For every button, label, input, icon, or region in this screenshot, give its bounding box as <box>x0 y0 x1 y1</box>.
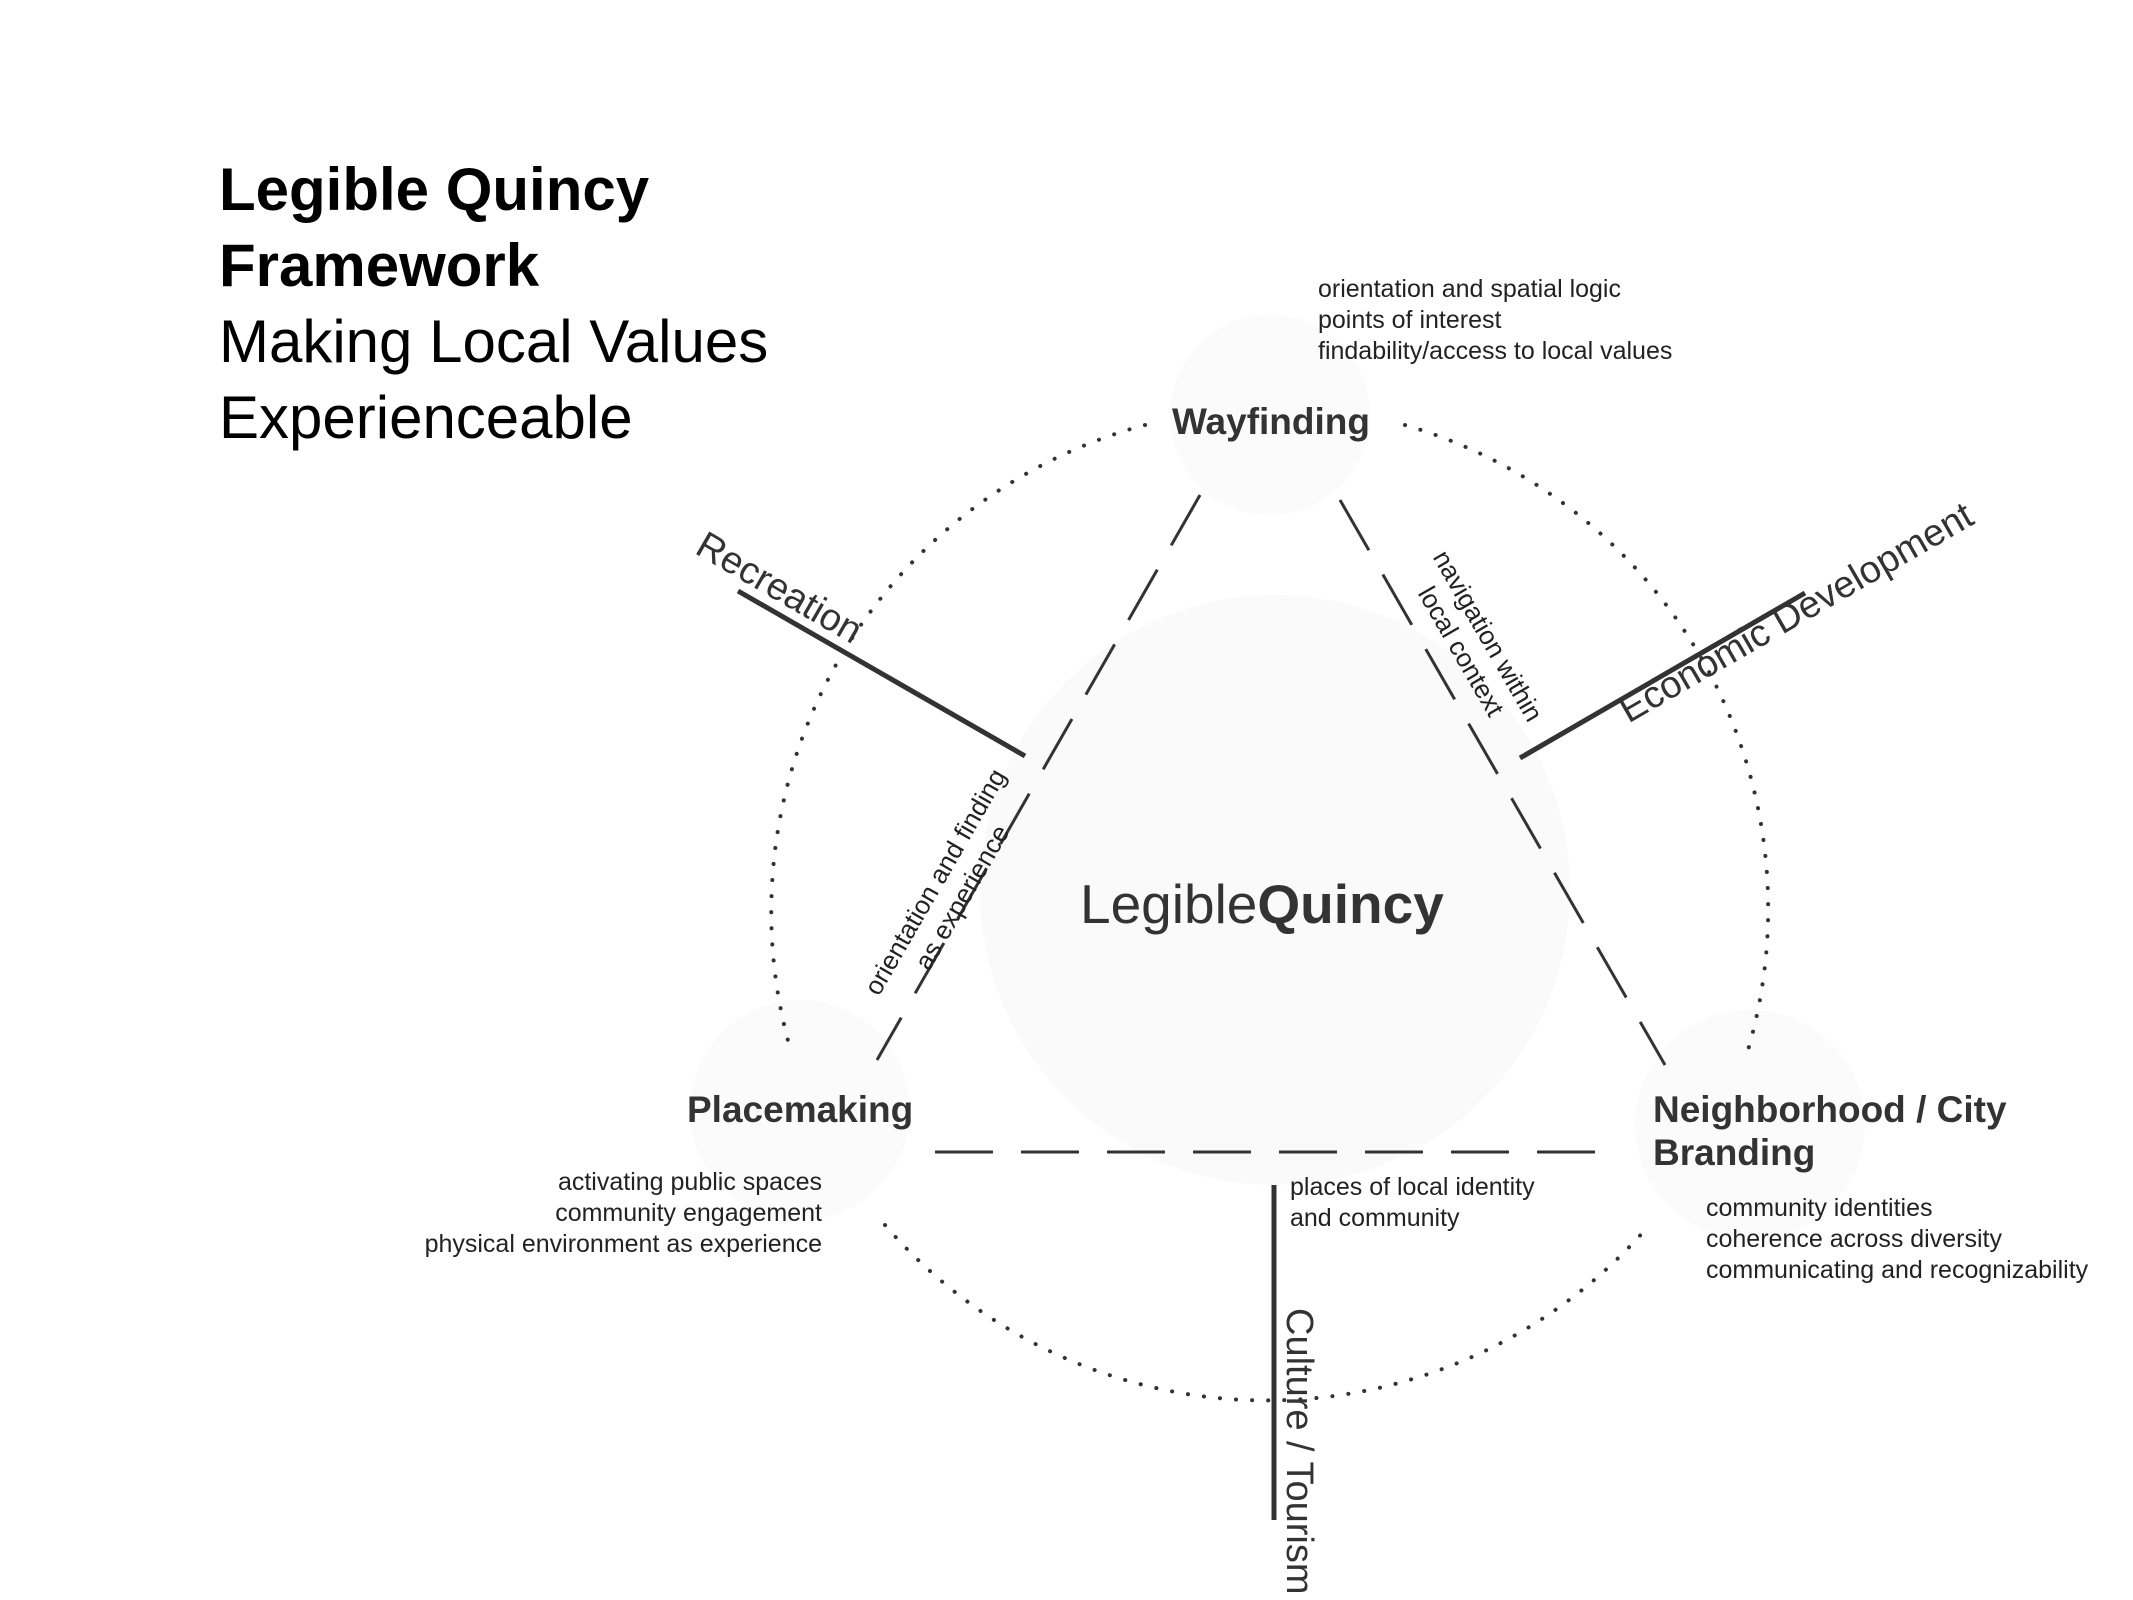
branding-halo <box>1635 1010 1865 1240</box>
wayfinding-notes: orientation and spatial logic points of … <box>1318 274 1672 367</box>
placemaking-title: Placemaking <box>687 1089 914 1130</box>
economic-development-line <box>1518 590 1807 761</box>
placemaking-note: activating public spaces <box>557 1168 822 1196</box>
sector-label-culture-tourism: Culture / Tourism <box>1278 1308 1320 1595</box>
edge-label-bottom-line: and community <box>1290 1204 1460 1232</box>
placemaking-notes: activating public spaces community engag… <box>425 1167 822 1260</box>
title-line-1: Legible Quincy <box>219 156 650 223</box>
triangle-edge-left <box>875 494 1202 1061</box>
branding-note: coherence across diversity <box>1706 1225 2002 1253</box>
dotted-arc-top-left <box>769 423 1147 1050</box>
center-label: LegibleQuincy <box>1080 872 1444 936</box>
center-label-light: Legible <box>1080 873 1258 935</box>
placemaking-note: physical environment as experience <box>424 1230 822 1258</box>
branding-note: communicating and recognizability <box>1706 1256 2089 1284</box>
branding-title: Neighborhood / City Branding <box>1653 1088 2007 1174</box>
recreation-line <box>736 588 1027 759</box>
triangle-edge-right <box>1338 499 1667 1066</box>
dotted-arc-bottom <box>883 1223 1647 1403</box>
branding-title-line-1: Neighborhood / City <box>1653 1089 2007 1130</box>
branding-title-line-2: Branding <box>1653 1132 1816 1173</box>
wayfinding-halo <box>1170 315 1370 515</box>
title-block: Legible Quincy Framework Making Local Va… <box>219 152 768 456</box>
dashed-triangle <box>875 494 1667 1154</box>
subtitle-line-1: Making Local Values <box>219 308 769 375</box>
wayfinding-note: points of interest <box>1318 306 1502 334</box>
sector-lines <box>736 588 1807 1520</box>
wayfinding-title: Wayfinding <box>1172 401 1370 442</box>
branding-notes: community identities coherence across di… <box>1706 1193 2088 1286</box>
edge-label-bottom-line: places of local identity <box>1290 1173 1535 1201</box>
placemaking-halo <box>690 1000 910 1220</box>
outer-dotted-circle <box>769 423 1771 1403</box>
center-halo <box>980 595 1570 1185</box>
center-label-bold: Quincy <box>1257 873 1444 935</box>
wayfinding-note: orientation and spatial logic <box>1318 275 1621 303</box>
branding-note: community identities <box>1706 1194 1933 1222</box>
title-line-2: Framework <box>219 232 540 299</box>
dotted-arc-top-right <box>1403 423 1771 1062</box>
edge-label-bottom: places of local identity and community <box>1290 1172 1535 1234</box>
wayfinding-note: findability/access to local values <box>1318 337 1673 365</box>
placemaking-note: community engagement <box>555 1199 822 1227</box>
subtitle-line-2: Experienceable <box>219 384 633 451</box>
